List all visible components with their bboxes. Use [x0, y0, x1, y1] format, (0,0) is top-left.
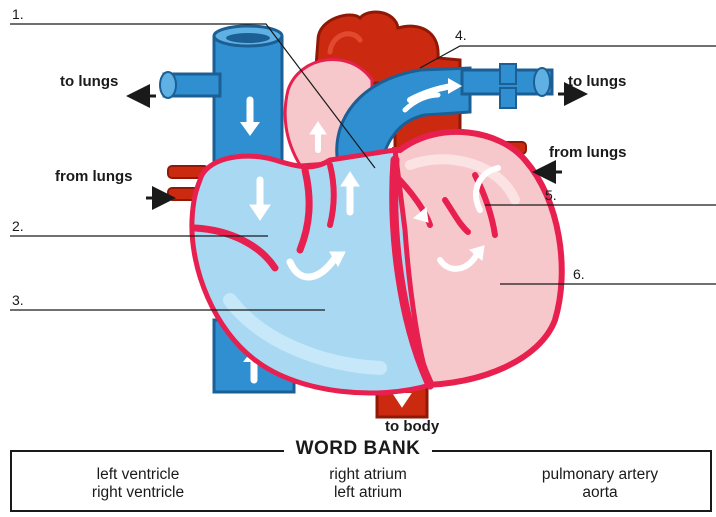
label-2: 2.: [12, 218, 24, 234]
to-lungs-left-label: to lungs: [60, 73, 118, 90]
word-bank-term: right atrium: [258, 466, 478, 484]
label-5: 5.: [545, 187, 557, 203]
word-bank-column-1: left ventricle right ventricle: [28, 466, 248, 502]
label-3: 3.: [12, 292, 24, 308]
to-lungs-right-label: to lungs: [568, 73, 626, 90]
word-bank-column-2: right atrium left atrium: [258, 466, 478, 502]
word-bank-term: aorta: [490, 484, 710, 502]
word-bank-column-3: pulmonary artery aorta: [490, 466, 710, 502]
word-bank-term: left atrium: [258, 484, 478, 502]
word-bank-term: right ventricle: [28, 484, 248, 502]
leader-line-4: [420, 46, 716, 68]
to-body-label: to body: [385, 418, 440, 435]
from-lungs-left-label: from lungs: [55, 168, 133, 185]
from-lungs-right-label: from lungs: [549, 144, 627, 161]
label-4: 4.: [455, 27, 467, 43]
label-1: 1.: [12, 6, 24, 22]
label-6: 6.: [573, 266, 585, 282]
word-bank-title-text: WORD BANK: [284, 438, 433, 459]
word-bank-title: WORD BANK: [0, 438, 716, 460]
word-bank-term: pulmonary artery: [490, 466, 710, 484]
word-bank-term: left ventricle: [28, 466, 248, 484]
